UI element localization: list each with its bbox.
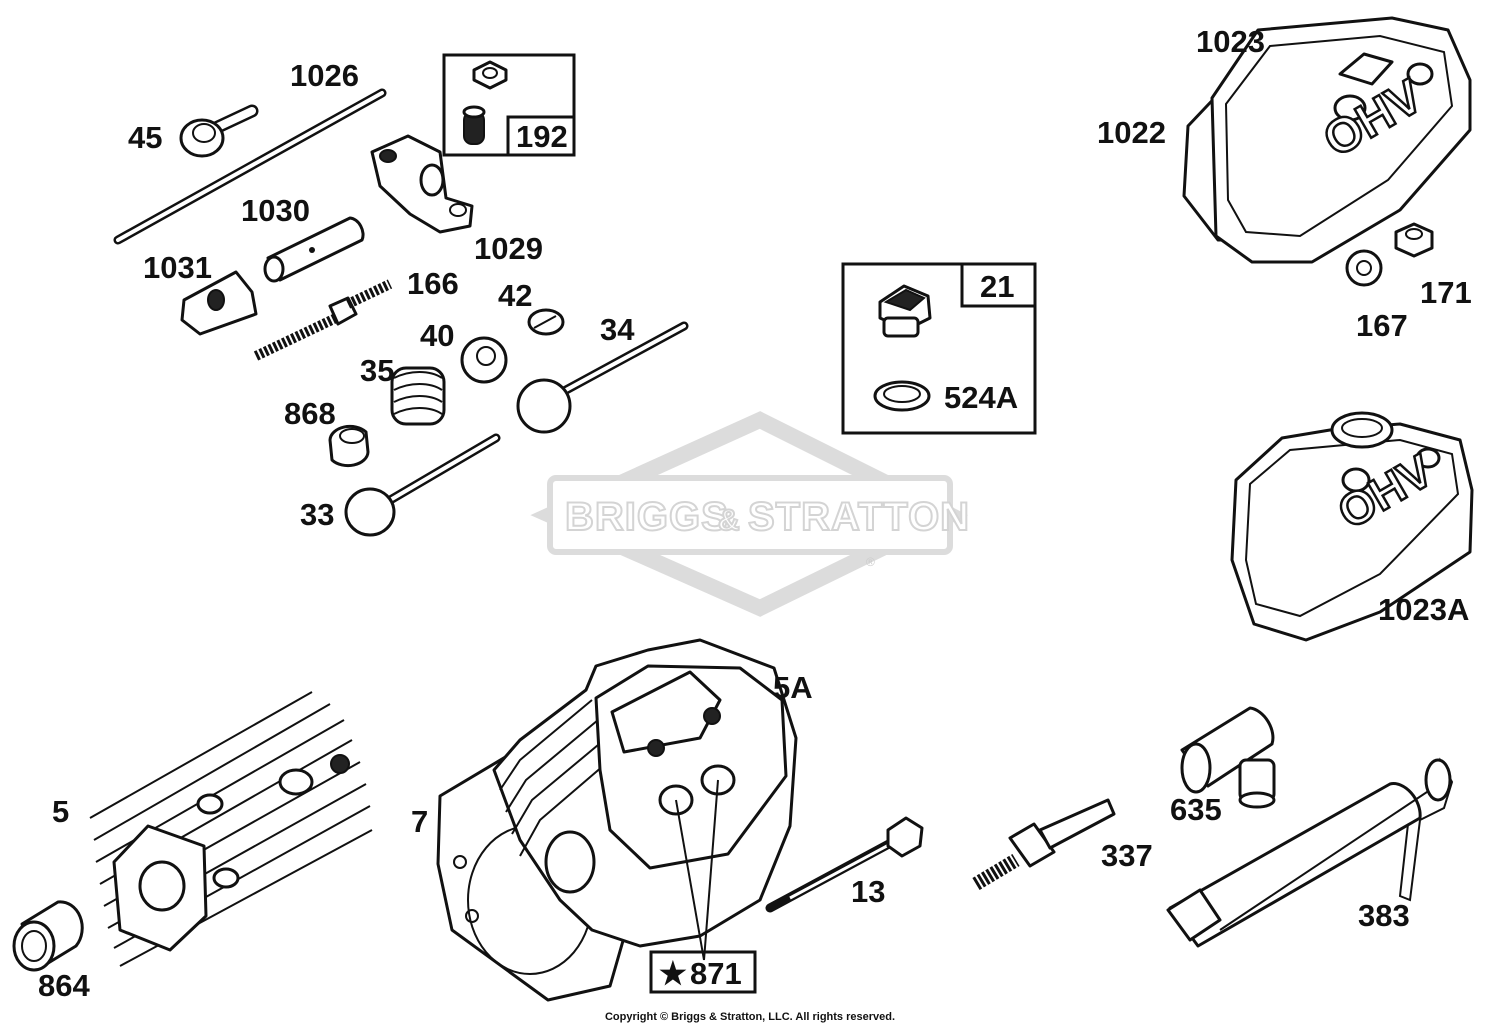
- part-868-valve-seal[interactable]: [328, 424, 370, 468]
- part-21-oil-fill-cap[interactable]: [878, 284, 932, 338]
- part-35-valve-spring[interactable]: [390, 366, 446, 426]
- copyright-notice: Copyright © Briggs & Stratton, LLC. All …: [604, 1011, 896, 1023]
- part-13-head-bolt[interactable]: [765, 816, 924, 913]
- label-635: 635: [1170, 792, 1222, 827]
- part-192-stud[interactable]: [462, 105, 486, 145]
- label-34: 34: [600, 312, 635, 347]
- part-166-adjusting-stud[interactable]: [253, 279, 393, 361]
- label-40: 40: [420, 318, 454, 353]
- part-192-nut[interactable]: [472, 60, 508, 90]
- label-1029: 1029: [474, 231, 543, 266]
- kit-box-21: [841, 262, 1037, 435]
- label-524a: 524A: [944, 380, 1018, 415]
- watermark-brand-amp: &: [718, 504, 741, 537]
- label-167: 167: [1356, 308, 1408, 343]
- label-7: 7: [411, 804, 428, 839]
- part-5a-cylinder-head[interactable]: [492, 638, 798, 961]
- label-383: 383: [1358, 898, 1410, 933]
- label-337: 337: [1101, 838, 1153, 873]
- label-1023: 1023: [1196, 24, 1265, 59]
- watermark-registered-mark: ®: [866, 555, 875, 569]
- label-21: 21: [980, 269, 1014, 304]
- part-1026-push-rod[interactable]: [113, 88, 387, 245]
- label-5a: 5A: [773, 670, 813, 705]
- part-45-rotator[interactable]: [179, 104, 259, 158]
- label-864: 864: [38, 968, 90, 1003]
- part-1023-valve-cover[interactable]: OHV: [1210, 16, 1472, 264]
- label-1023a: 1023A: [1378, 592, 1469, 627]
- brand-watermark: BRIGGS & STRATTON ®: [530, 411, 970, 617]
- part-33-valve[interactable]: [344, 433, 501, 537]
- label-192: 192: [516, 119, 568, 154]
- label-box-21: [960, 262, 1037, 308]
- watermark-brand-left: BRIGGS: [565, 495, 729, 539]
- part-1029-rocker-bracket[interactable]: [370, 134, 474, 234]
- part-524a-gasket[interactable]: [873, 380, 931, 412]
- part-40-retainer[interactable]: [460, 336, 508, 384]
- part-167-grommet[interactable]: [1345, 249, 1383, 287]
- part-337-spark-plug[interactable]: [972, 798, 1116, 891]
- part-1023a-valve-cover[interactable]: OHV: [1230, 411, 1474, 642]
- label-42: 42: [498, 278, 532, 313]
- part-34-valve[interactable]: [516, 321, 689, 434]
- part-864-adapter[interactable]: [12, 900, 84, 972]
- part-42-valve-keeper[interactable]: [527, 308, 565, 336]
- label-5: 5: [52, 794, 69, 829]
- label-13: 13: [851, 874, 885, 909]
- callout-box-871: [649, 950, 757, 994]
- label-166: 166: [407, 266, 459, 301]
- label-35: 35: [360, 353, 394, 388]
- label-1031: 1031: [143, 250, 212, 285]
- label-1022: 1022: [1097, 115, 1166, 150]
- label-171: 171: [1420, 275, 1472, 310]
- part-5-cylinder-head[interactable]: [89, 691, 373, 967]
- label-box-192: [506, 115, 576, 157]
- part-171-breather-fitting[interactable]: [1394, 222, 1434, 258]
- part-1030-rocker-shaft[interactable]: [263, 216, 365, 283]
- label-33: 33: [300, 497, 334, 532]
- label-871: 871: [690, 956, 742, 991]
- part-383-tool[interactable]: [1166, 757, 1454, 948]
- part-labels: 1026 45 192 1030 1029 1031 166 42 40 34 …: [38, 24, 1472, 1003]
- label-871-star: ★: [659, 956, 687, 991]
- part-635-spark-boot[interactable]: [1180, 706, 1276, 809]
- label-1030: 1030: [241, 193, 310, 228]
- label-868: 868: [284, 396, 336, 431]
- watermark-brand-right: STRATTON: [748, 495, 970, 539]
- label-1026: 1026: [290, 58, 359, 93]
- label-45: 45: [128, 120, 162, 155]
- part-1031-rocker-arm[interactable]: [180, 270, 258, 336]
